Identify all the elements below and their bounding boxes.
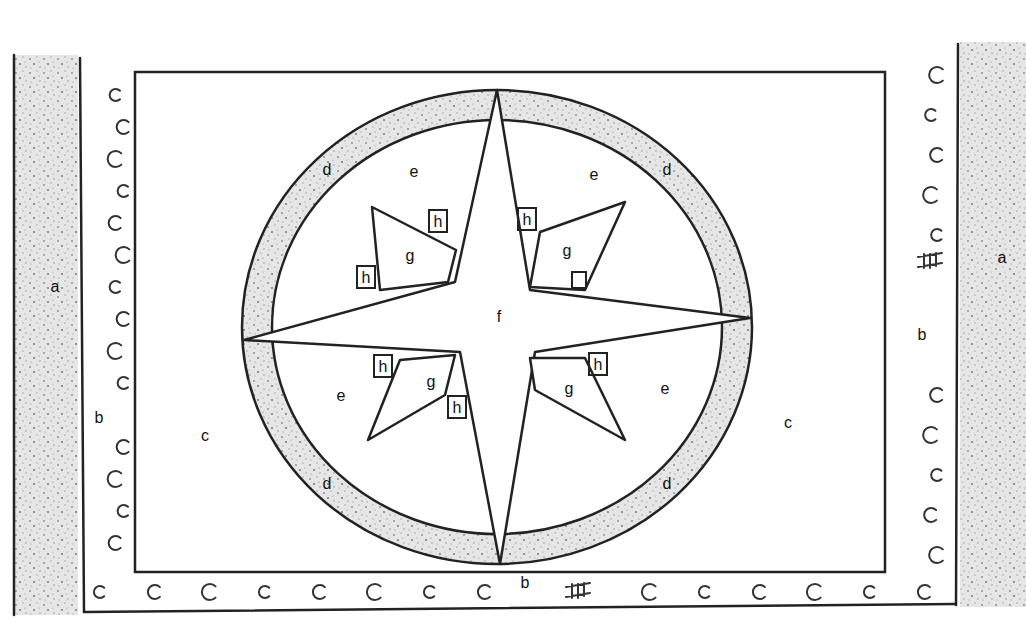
scribble-mark — [108, 343, 122, 359]
scribble-mark — [109, 536, 121, 550]
scribble-mark — [642, 584, 656, 600]
part-letter: h — [379, 359, 388, 375]
scribble-mark — [918, 585, 930, 599]
scribble-mark — [117, 120, 129, 134]
star-point — [372, 207, 456, 290]
scribble-mark — [807, 584, 821, 600]
scribble-mark — [202, 584, 216, 600]
scribble-mark — [923, 427, 937, 443]
scribble-mark — [924, 508, 936, 522]
small-square — [357, 266, 375, 288]
part-letter: b — [918, 327, 927, 343]
part-letter: f — [497, 309, 501, 325]
ladder-symbol — [566, 583, 590, 598]
scribble-mark — [930, 388, 942, 402]
small-square — [572, 272, 586, 288]
part-letter: e — [661, 381, 670, 397]
scribble-mark — [864, 586, 874, 598]
scribble-mark — [929, 547, 943, 563]
part-letter: b — [521, 575, 530, 591]
side-strip — [14, 55, 78, 615]
scribble-mark — [699, 586, 709, 598]
small-square — [429, 210, 447, 232]
part-letter: h — [362, 270, 371, 286]
part-letter: c — [784, 415, 792, 431]
small-square — [518, 208, 536, 230]
scribble-mark — [109, 216, 121, 230]
scribble-mark — [118, 505, 128, 517]
scribble-mark — [929, 67, 943, 83]
part-letter: d — [663, 476, 672, 492]
ladder-symbol — [918, 253, 942, 268]
scribble-mark — [94, 586, 104, 598]
scribble-mark — [931, 229, 941, 241]
scribble-mark — [925, 109, 935, 121]
small-square — [589, 353, 607, 375]
part-letter: e — [337, 388, 346, 404]
part-letter: b — [95, 410, 104, 426]
part-letter: c — [201, 428, 209, 444]
frame-line — [956, 44, 958, 605]
star-point — [368, 355, 455, 440]
part-letter: g — [427, 374, 436, 390]
part-letter: d — [323, 162, 332, 178]
scribble-mark — [923, 187, 937, 203]
scribble-mark — [108, 151, 122, 167]
inner-panel — [135, 72, 885, 572]
scribble-mark — [118, 185, 128, 197]
scribble-mark — [313, 585, 325, 599]
border-scribbles — [94, 67, 943, 600]
scribble-mark — [108, 471, 122, 487]
part-letter: g — [563, 243, 572, 259]
scribble-mark — [118, 377, 128, 389]
scribble-mark — [930, 148, 942, 162]
part-letter: h — [523, 212, 532, 228]
part-letter: g — [406, 248, 415, 264]
part-letter: e — [590, 167, 599, 183]
scribble-mark — [116, 247, 130, 263]
compass-star — [244, 90, 750, 564]
frame-line — [80, 58, 84, 612]
part-letter: h — [434, 214, 443, 230]
side-strip — [960, 42, 1026, 607]
small-square — [374, 355, 392, 377]
star-point — [530, 202, 625, 290]
part-letter: d — [323, 476, 332, 492]
scribble-mark — [424, 586, 434, 598]
small-square — [448, 396, 466, 418]
frame-line — [13, 55, 16, 615]
part-letter: g — [565, 381, 574, 397]
part-letter: a — [998, 250, 1007, 266]
scribble-mark — [110, 281, 120, 293]
part-letter: e — [410, 164, 419, 180]
part-letter: d — [663, 162, 672, 178]
part-letter: h — [453, 400, 462, 416]
scribble-mark — [259, 586, 269, 598]
scribble-mark — [478, 585, 490, 599]
star-point — [530, 358, 625, 440]
scribble-mark — [753, 585, 765, 599]
scribble-mark — [117, 440, 129, 454]
part-letter: h — [594, 357, 603, 373]
frame-line — [84, 604, 956, 612]
scribble-mark — [931, 469, 941, 481]
part-letter: a — [51, 279, 60, 295]
scribble-mark — [117, 312, 129, 326]
outer-ring — [242, 90, 752, 564]
scribble-mark — [367, 584, 381, 600]
scribble-mark — [148, 585, 160, 599]
scribble-mark — [110, 89, 120, 101]
